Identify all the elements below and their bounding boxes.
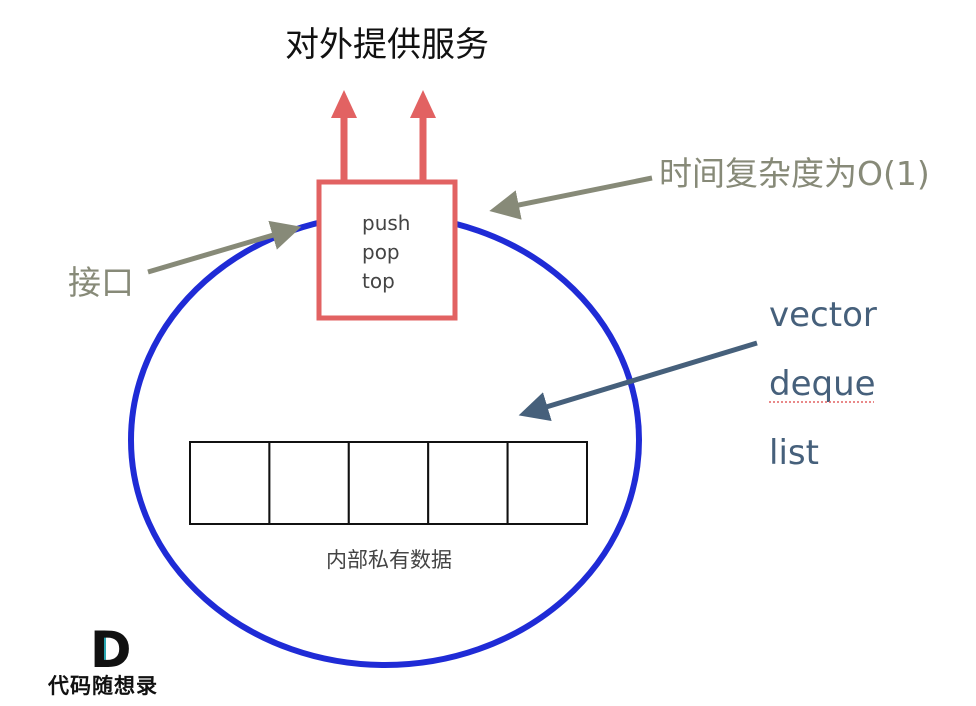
operation-pop: pop	[362, 240, 400, 264]
data-cell	[427, 441, 509, 525]
logo-accent-bar	[97, 632, 106, 666]
interface-arrow	[147, 220, 302, 275]
impl-deque: deque	[769, 364, 876, 404]
data-cell	[189, 441, 271, 525]
interface-label: 接口	[68, 263, 134, 302]
logo-letter: D	[90, 621, 132, 679]
operation-top: top	[362, 269, 395, 293]
interface-box	[316, 179, 458, 321]
logo-text: 代码随想录	[47, 673, 158, 698]
complexity-arrow	[489, 175, 653, 220]
data-cell	[506, 441, 589, 525]
output-arrow-left	[331, 90, 357, 183]
diagram-title: 对外提供服务	[285, 25, 489, 65]
brand-logo: D 代码随想录	[47, 621, 158, 698]
output-arrow-right	[410, 90, 436, 183]
data-cell	[347, 441, 430, 525]
impl-list: list	[769, 433, 819, 473]
internal-label: 内部私有数据	[326, 548, 452, 572]
impl-vector: vector	[769, 295, 877, 335]
complexity-note: 时间复杂度为O(1)	[659, 154, 930, 193]
internal-data-array	[189, 441, 589, 525]
data-cell	[268, 441, 350, 525]
implementation-arrow	[518, 340, 758, 421]
operation-push: push	[362, 211, 410, 235]
